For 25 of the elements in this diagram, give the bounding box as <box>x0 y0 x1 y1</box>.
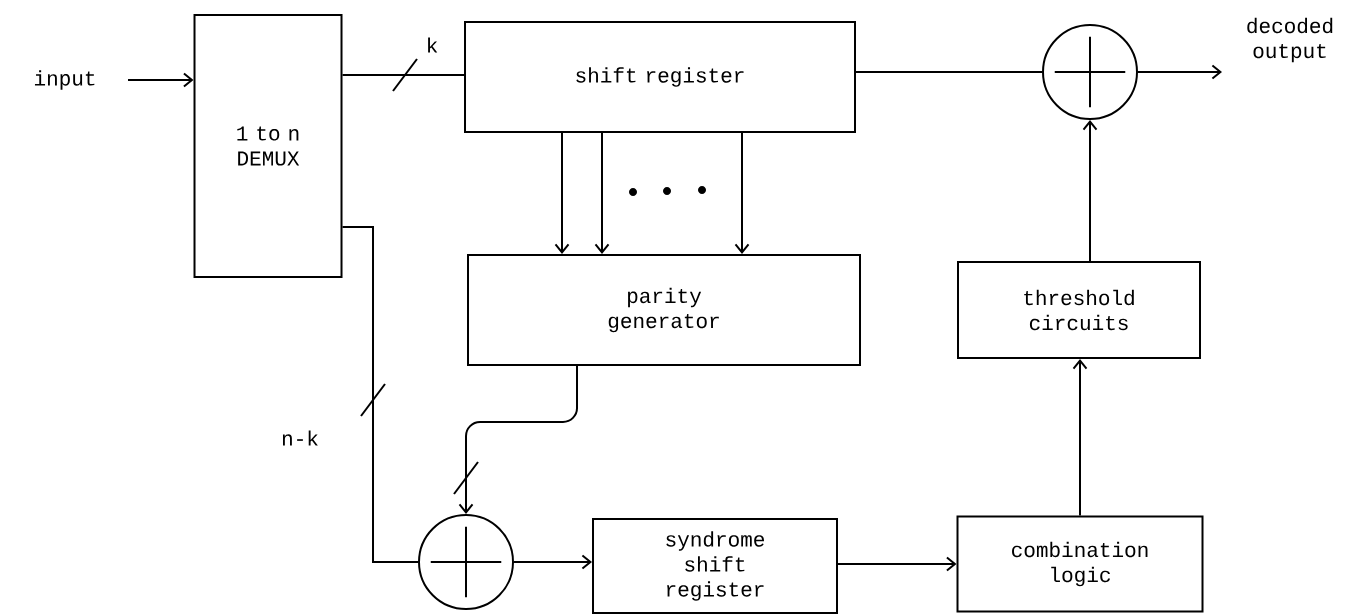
register-box: shift register <box>464 21 856 133</box>
connector-line <box>734 132 750 254</box>
connector-line <box>1082 120 1098 262</box>
connector-line <box>554 132 570 254</box>
demux-box: 1 to n DEMUX <box>193 14 343 278</box>
circuit-box: threshold circuits <box>957 261 1201 359</box>
connector-line <box>453 365 578 514</box>
connector-line <box>1072 359 1088 517</box>
connector-line <box>837 556 957 572</box>
connector-line <box>127 72 194 88</box>
edge-label: n-k <box>280 429 320 447</box>
input-label: input <box>34 70 95 90</box>
connector-line <box>1137 64 1222 80</box>
connector-line <box>855 71 1043 73</box>
connector-line <box>594 132 610 254</box>
edge-label: k <box>424 36 440 54</box>
adder-circle <box>418 514 514 610</box>
logic-box: combination logic <box>956 515 1204 613</box>
register-box: syndrome shift register <box>592 518 838 614</box>
adder-circle <box>1042 24 1138 120</box>
generator-box: parity generator <box>467 254 861 366</box>
connector-line <box>341 226 419 563</box>
output-label: decoded output <box>1247 17 1333 63</box>
connector-line <box>513 554 592 570</box>
connector-line <box>341 58 465 92</box>
